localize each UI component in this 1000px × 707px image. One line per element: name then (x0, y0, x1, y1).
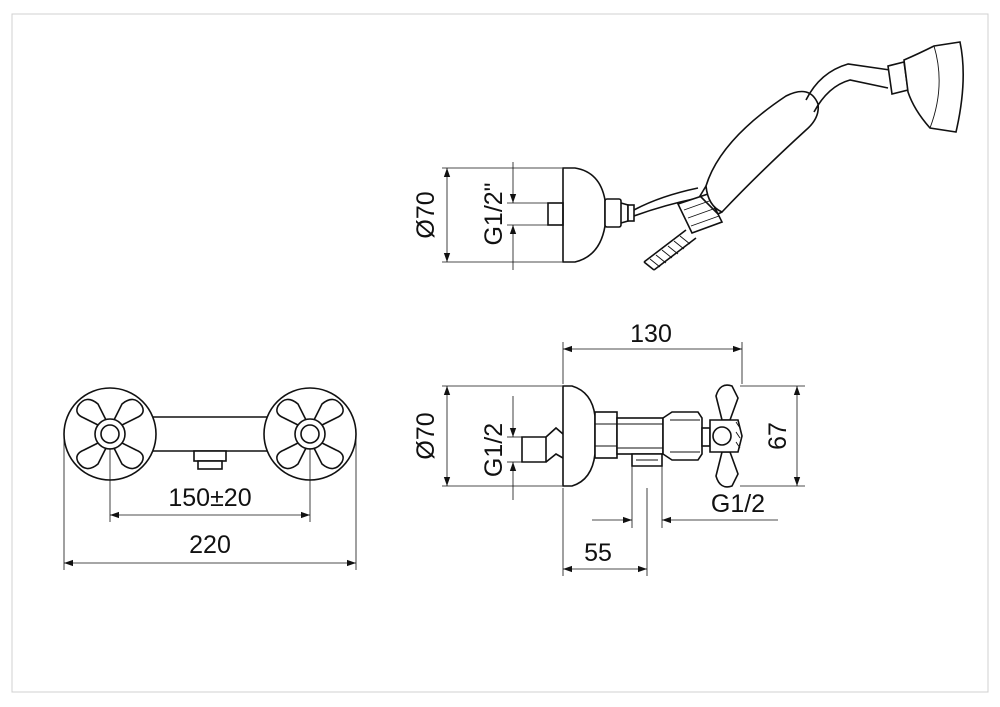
hand-shower-handle (705, 90, 820, 213)
side-view-wall-flange (562, 385, 596, 487)
hand-shower-view: Ø70 G1/2" (412, 41, 964, 271)
hand-shower-hose (643, 229, 697, 271)
front-view-bottom-outlet (193, 450, 227, 470)
hand-shower-thread-label: G1/2" (480, 182, 508, 245)
side-view-depth-label: 130 (630, 320, 672, 348)
mixer-side-view: Ø70 G1/2 130 67 G1/2 55 (412, 320, 805, 576)
side-view-inlet-elbow (521, 426, 564, 463)
hand-shower-wall-flange (562, 167, 606, 263)
front-view-left-handle (63, 387, 157, 481)
hand-shower-connection-nut (604, 198, 622, 228)
sheet-border (11, 13, 989, 693)
side-view-body (616, 417, 664, 455)
side-view-cross-handle (709, 384, 743, 488)
hand-shower-diameter-label: Ø70 (412, 191, 440, 238)
side-view-hex-nut (594, 411, 618, 459)
mixer-front-view: 150±20 220 (63, 387, 357, 570)
side-view-height-label: 67 (764, 422, 792, 450)
hand-shower-inlet-stub (547, 202, 564, 226)
hand-shower-head (887, 41, 964, 133)
hand-shower-neck (805, 63, 891, 113)
front-view-center-distance-label: 150±20 (168, 484, 251, 512)
side-view-outlet-offset-label: 55 (584, 539, 612, 567)
side-view-outlet-thread-label: G1/2 (711, 490, 765, 518)
front-view-right-handle (263, 387, 357, 481)
side-view-diameter-label: Ø70 (412, 412, 440, 459)
side-view-inlet-thread-label: G1/2 (480, 423, 508, 477)
front-view-body (150, 416, 272, 452)
side-view-bonnet (662, 411, 703, 461)
front-view-overall-width-label: 220 (189, 531, 231, 559)
